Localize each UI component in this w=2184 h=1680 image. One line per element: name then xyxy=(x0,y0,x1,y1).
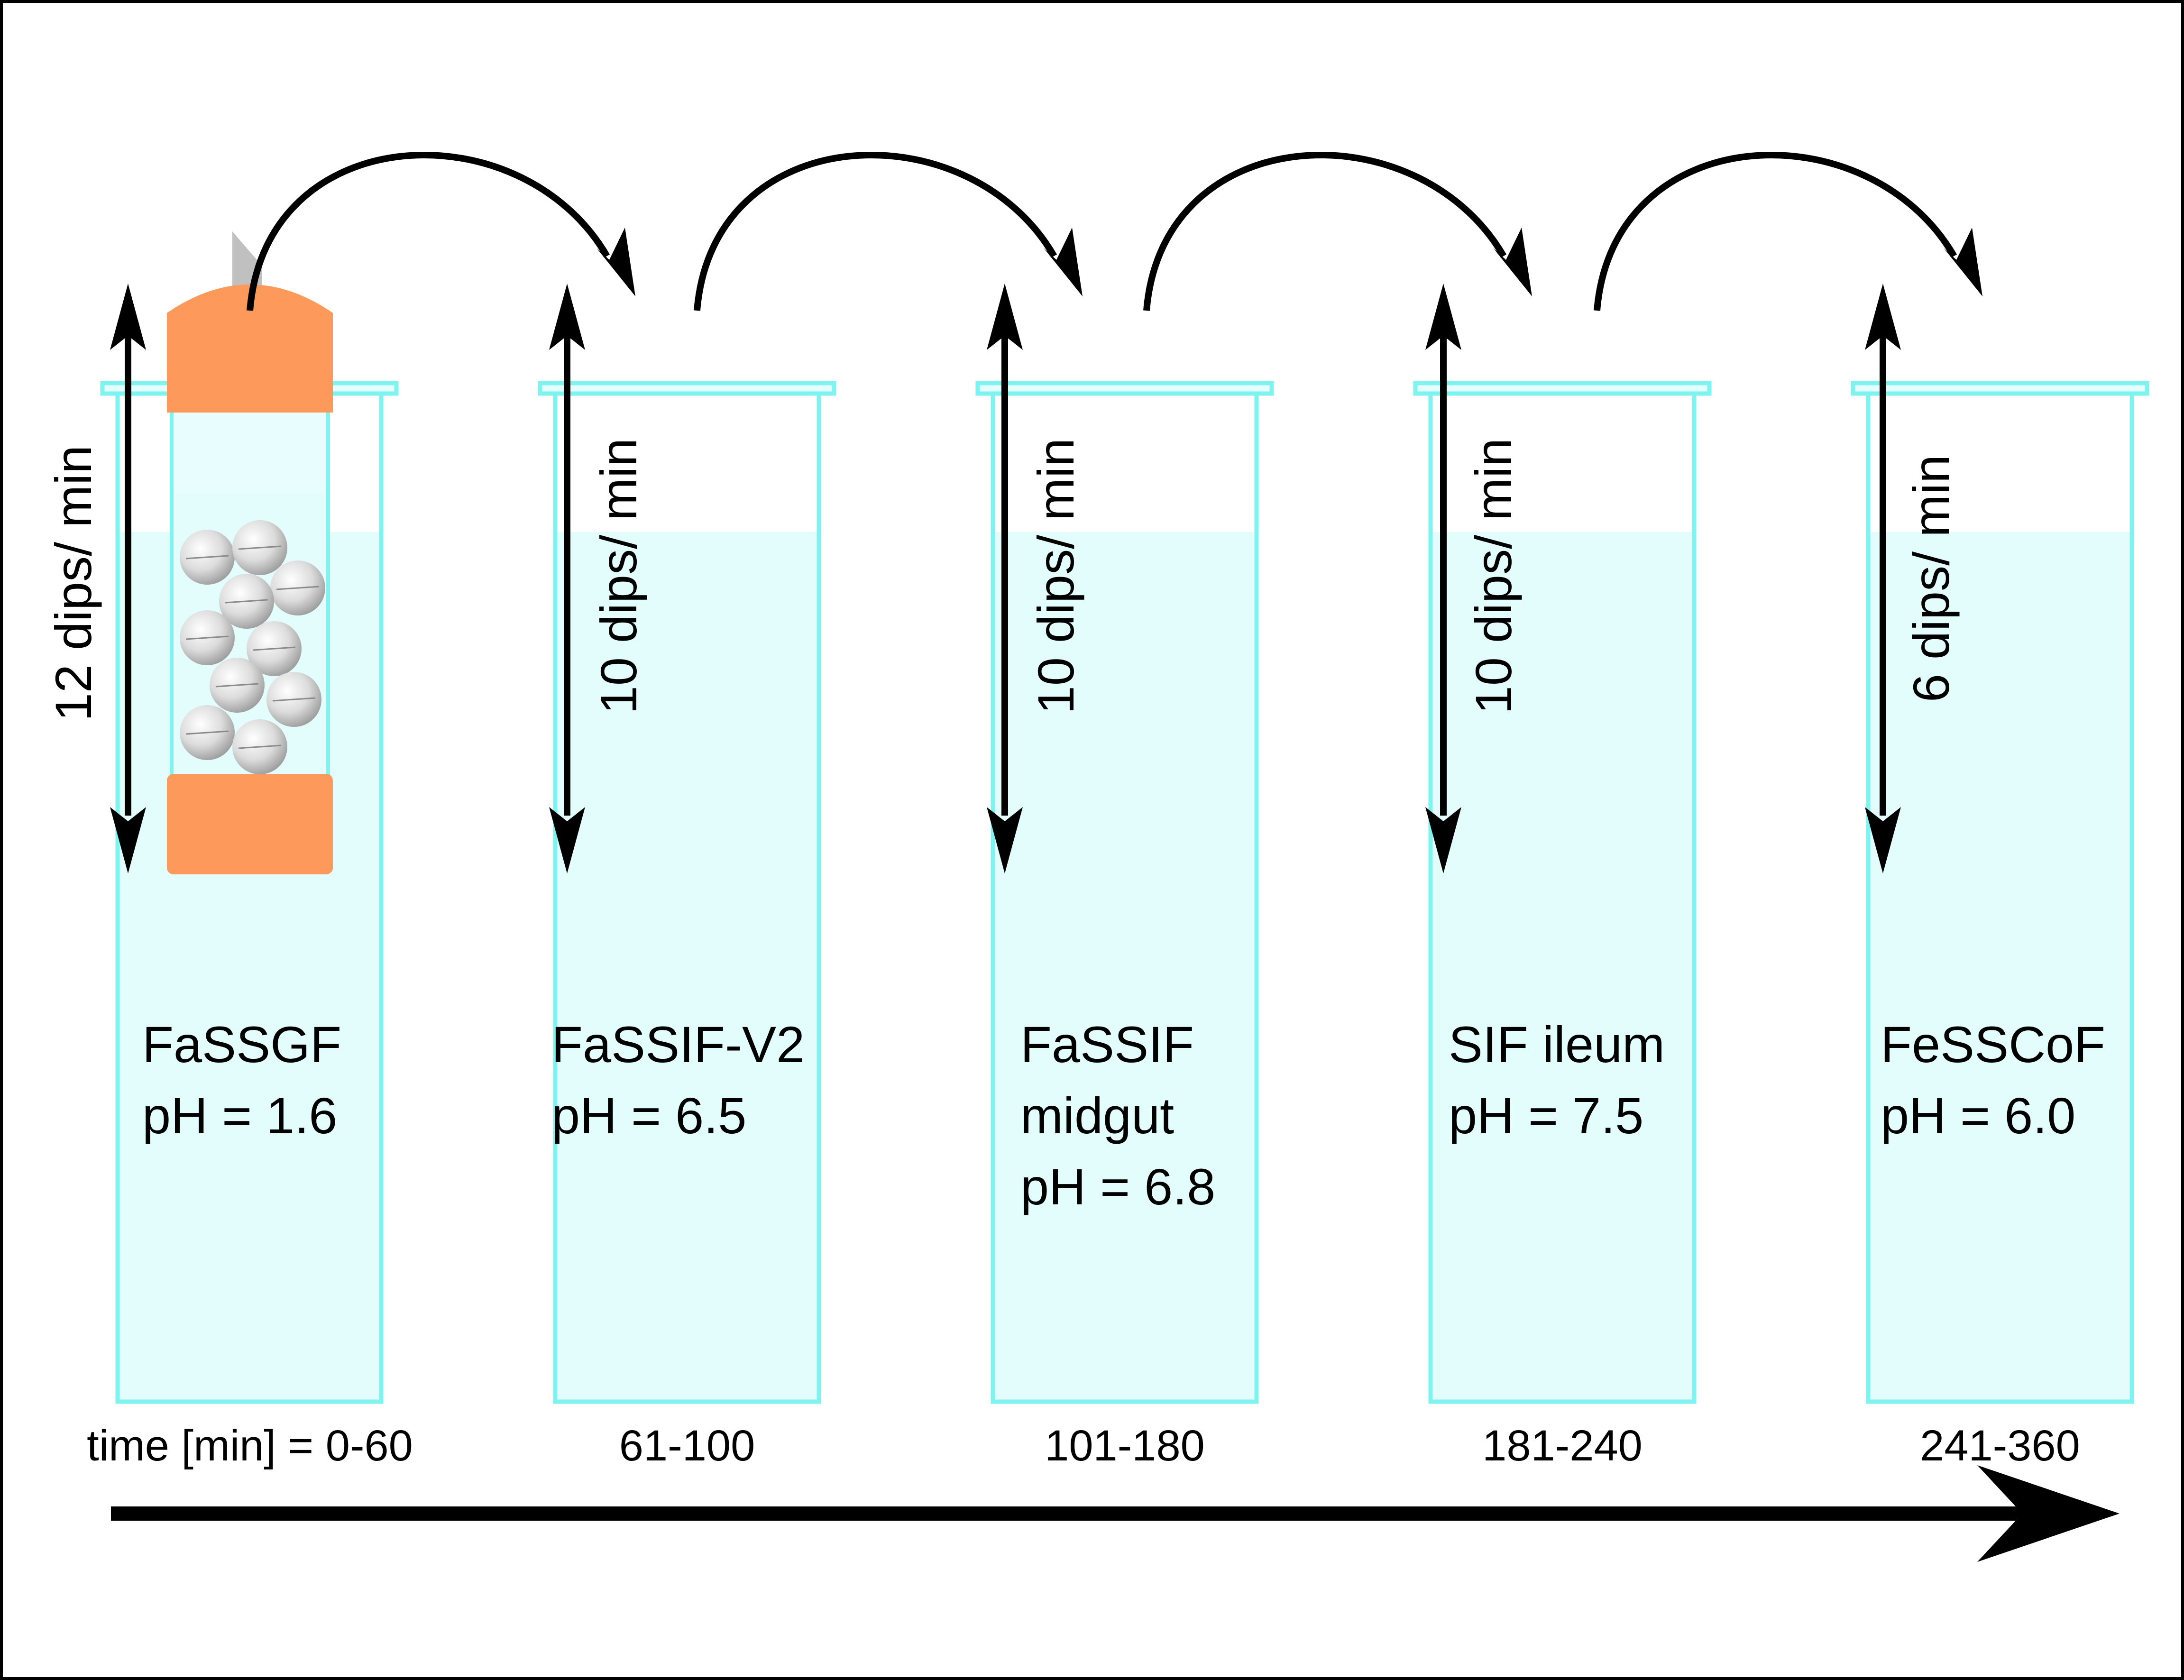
tube-liquid xyxy=(995,532,1255,1401)
tube-rim xyxy=(1413,381,1712,396)
tablet-icon xyxy=(180,530,235,585)
stage-2-tube xyxy=(538,381,836,1404)
ph-label: pH = 1.6 xyxy=(142,1087,337,1144)
stage-4-tube xyxy=(1413,381,1712,1404)
time-label: 101-180 xyxy=(1045,1422,1205,1470)
dip-arrow-icon xyxy=(987,284,1023,873)
time-label: time [min] = 0-60 xyxy=(87,1422,413,1470)
time-label: 181-240 xyxy=(1482,1422,1643,1470)
time-arrow-icon xyxy=(111,1465,2120,1562)
medium-label: FeSSCoF xyxy=(1881,1016,2105,1073)
dip-rate-label: 10 dips/ min xyxy=(590,438,647,714)
tablet-icon xyxy=(232,520,287,575)
tube-rim xyxy=(1851,381,2149,396)
stage-3-tube xyxy=(975,381,1274,1404)
tube-rim xyxy=(975,381,1274,396)
stage-5-tube xyxy=(1851,381,2149,1404)
tube-liquid xyxy=(557,532,817,1401)
medium-label: SIF ileum xyxy=(1449,1016,1665,1073)
time-label: 61-100 xyxy=(619,1422,755,1470)
medium-label-line2: midgut xyxy=(1020,1087,1174,1144)
tablets xyxy=(180,520,325,774)
dip-arrow-icon xyxy=(1865,284,1901,873)
dip-arrow-icon xyxy=(110,284,146,873)
medium-label: FaSSIF xyxy=(1020,1016,1194,1073)
dip-rate-label: 6 dips/ min xyxy=(1902,455,1960,702)
ph-label: pH = 6.8 xyxy=(1020,1158,1215,1215)
medium-label: FaSSGF xyxy=(142,1016,341,1073)
dip-rate-label: 10 dips/ min xyxy=(1465,438,1522,714)
tube-rim xyxy=(538,381,836,396)
ph-label: pH = 7.5 xyxy=(1449,1087,1643,1144)
time-label: 241-360 xyxy=(1920,1422,2080,1470)
transfer-arrow-icon xyxy=(1594,152,1982,311)
tablet-icon xyxy=(219,574,274,629)
dip-rate-label: 10 dips/ min xyxy=(1027,438,1084,714)
tablet-icon xyxy=(270,560,325,615)
dip-arrow-icon xyxy=(1425,284,1461,873)
tablet-icon xyxy=(232,719,287,774)
tablet-icon xyxy=(210,658,265,713)
tablet-icon xyxy=(247,621,302,676)
basket-top-cap xyxy=(167,285,333,413)
tablet-icon xyxy=(180,705,235,760)
tube-liquid xyxy=(1870,532,2130,1401)
dip-arrow-icon xyxy=(549,284,585,873)
medium-label: FaSSIF-V2 xyxy=(551,1016,805,1073)
ph-label: pH = 6.5 xyxy=(551,1087,746,1144)
ph-label: pH = 6.0 xyxy=(1881,1087,2075,1144)
tablet-icon xyxy=(180,610,235,665)
transfer-arrow-icon xyxy=(247,152,635,311)
transfer-arrow-icon xyxy=(694,152,1083,311)
transfer-arrow-icon xyxy=(1143,152,1532,311)
tablet-icon xyxy=(266,672,321,727)
dip-rate-label: 12 dips/ min xyxy=(45,445,102,721)
basket-bottom-cap xyxy=(167,774,333,874)
tube-liquid xyxy=(1432,532,1692,1401)
